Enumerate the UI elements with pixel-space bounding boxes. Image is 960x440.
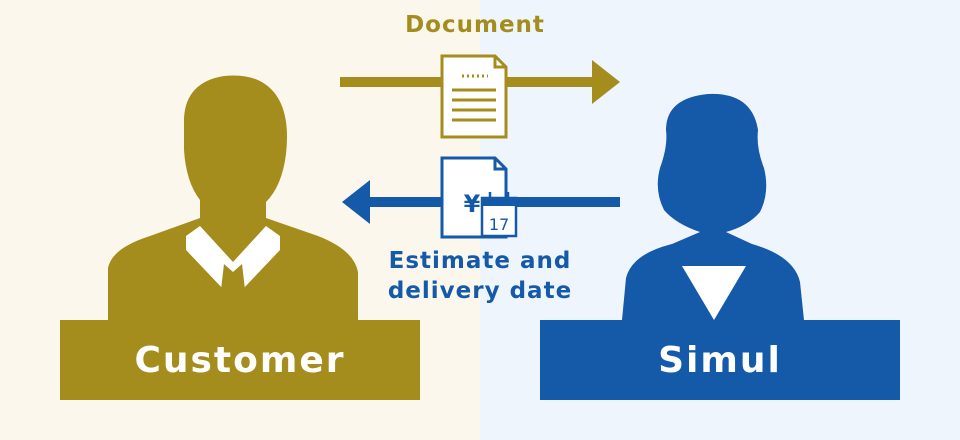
simul-label: Simul	[540, 320, 900, 400]
simul-person-icon	[622, 93, 804, 321]
estimate-label: Estimate and delivery date	[360, 246, 600, 306]
customer-label: Customer	[60, 320, 420, 400]
estimate-label-line2: delivery date	[387, 278, 573, 304]
yen-symbol: ¥	[464, 190, 481, 218]
document-label: Document	[405, 12, 545, 38]
estimate-label-line1: Estimate and	[388, 248, 572, 274]
customer-person-icon	[108, 75, 358, 320]
document-icon	[440, 54, 508, 139]
calendar-day: 17	[489, 215, 509, 234]
estimate-calendar-icon: ¥ 17	[440, 156, 518, 239]
